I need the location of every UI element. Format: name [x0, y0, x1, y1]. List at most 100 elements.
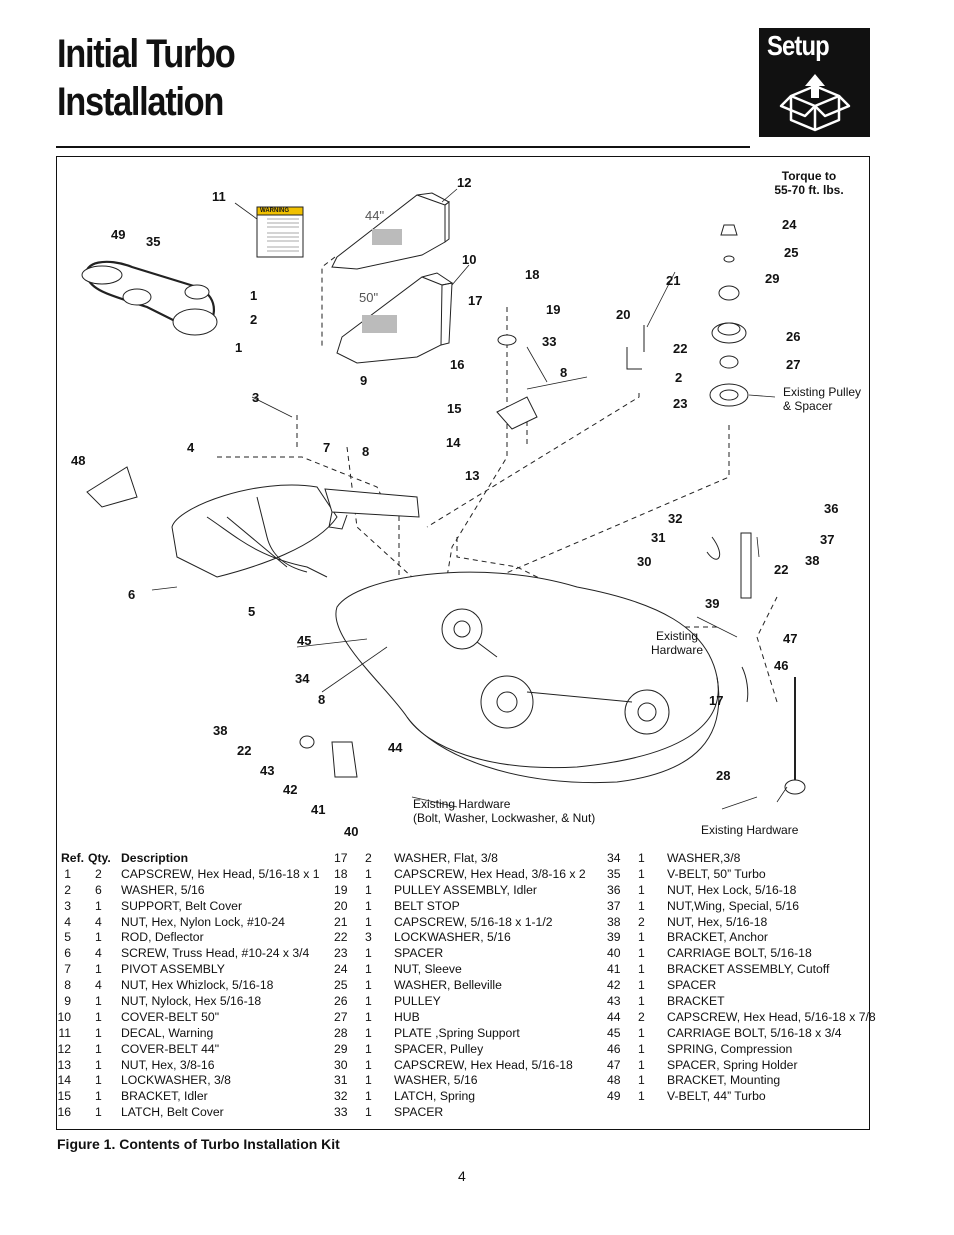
- parts-desc: BELT STOP: [394, 898, 460, 913]
- header-rule: [56, 146, 750, 148]
- callout: 27: [786, 357, 801, 372]
- figure-caption: Figure 1. Contents of Turbo Installation…: [57, 1136, 340, 1152]
- parts-desc: NUT,Wing, Special, 5/16: [667, 898, 800, 913]
- parts-ref: 8: [64, 978, 71, 993]
- parts-ref: 39: [607, 930, 621, 945]
- callout: 1: [235, 340, 243, 355]
- parts-desc: WASHER, 5/16: [394, 1073, 478, 1088]
- parts-desc: PULLEY: [394, 994, 441, 1009]
- callout: 20: [616, 307, 631, 322]
- parts-qty: 1: [365, 962, 372, 977]
- parts-ref: 45: [607, 1025, 621, 1040]
- parts-qty: 1: [365, 994, 372, 1009]
- callout: 12: [457, 175, 472, 190]
- parts-desc: NUT, Hex Whizlock, 5/16-18: [121, 978, 274, 993]
- callout: 47: [783, 631, 798, 646]
- callout: 22: [774, 562, 789, 577]
- parts-qty: 1: [95, 962, 102, 977]
- parts-ref: 9: [64, 994, 71, 1009]
- page-title-line1: Initial Turbo: [57, 32, 236, 76]
- callout: 49: [111, 227, 126, 242]
- parts-ref: 35: [607, 866, 621, 881]
- callout: 14: [446, 435, 461, 450]
- parts-qty: 1: [95, 994, 102, 1009]
- parts-desc: BRACKET, Idler: [121, 1089, 208, 1104]
- parts-desc: LATCH, Belt Cover: [121, 1105, 224, 1120]
- parts-ref: 33: [334, 1105, 348, 1120]
- callout: 19: [546, 302, 561, 317]
- parts-ref: 24: [334, 962, 348, 977]
- parts-qty: 1: [365, 946, 372, 961]
- parts-ref: 16: [57, 1105, 71, 1120]
- parts-desc: SPACER: [394, 1105, 444, 1120]
- callout: 1: [250, 288, 258, 303]
- callout: 16: [450, 357, 465, 372]
- parts-desc: PIVOT ASSEMBLY: [121, 962, 225, 977]
- parts-ref: 31: [334, 1073, 348, 1088]
- callout: 32: [668, 511, 683, 526]
- parts-qty: 1: [365, 898, 372, 913]
- callout: 34: [295, 671, 310, 686]
- parts-desc: CAPSCREW, Hex Head, 5/16-18: [394, 1057, 573, 1072]
- parts-qty: 4: [95, 946, 102, 961]
- parts-qty: 2: [638, 1009, 645, 1024]
- callout: 3: [252, 390, 260, 405]
- parts-qty: 1: [95, 1057, 102, 1072]
- parts-desc: SPACER: [667, 978, 717, 993]
- parts-ref: 21: [334, 914, 348, 929]
- parts-ref: 25: [334, 978, 348, 993]
- callout: 2: [250, 312, 258, 327]
- parts-qty: 1: [638, 1057, 645, 1072]
- section-tab: Setup: [759, 28, 870, 137]
- parts-desc: CARRIAGE BOLT, 5/16-18 x 3/4: [667, 1025, 842, 1040]
- parts-qty: 1: [638, 1073, 645, 1088]
- parts-ref: 13: [57, 1057, 71, 1072]
- parts-ref: 38: [607, 914, 621, 929]
- parts-ref: 32: [334, 1089, 348, 1104]
- callout: 31: [651, 530, 666, 545]
- callout: 8: [560, 365, 568, 380]
- decal-heading: WARNING: [260, 208, 289, 214]
- section-tab-label: Setup: [767, 30, 830, 61]
- parts-header-desc: Description: [121, 851, 189, 865]
- parts-qty: 3: [365, 930, 372, 945]
- parts-desc: NUT, Hex, Nylon Lock, #10-24: [121, 914, 285, 929]
- parts-qty: 1: [365, 866, 372, 881]
- parts-ref: 41: [607, 962, 621, 977]
- parts-ref: 34: [607, 851, 621, 865]
- callout: 37: [820, 532, 835, 547]
- parts-ref: 26: [334, 994, 348, 1009]
- parts-qty: 1: [365, 914, 372, 929]
- figure-frame: Torque to 55-70 ft. lbs. Existing Pulley…: [56, 156, 876, 1130]
- callout: 6: [128, 587, 136, 602]
- parts-desc: WASHER, Flat, 3/8: [394, 851, 498, 865]
- parts-ref: 40: [607, 946, 621, 961]
- parts-desc: V-BELT, 44” Turbo: [667, 1089, 766, 1104]
- parts-ref: 18: [334, 866, 348, 881]
- callout: 25: [784, 245, 799, 260]
- parts-qty: 1: [95, 1009, 102, 1024]
- callout: 45: [297, 633, 312, 648]
- parts-qty: 6: [95, 882, 102, 897]
- callout: 8: [318, 692, 326, 707]
- parts-ref: 22: [334, 930, 348, 945]
- parts-qty: 1: [638, 994, 645, 1009]
- parts-desc: CARRIAGE BOLT, 5/16-18: [667, 946, 812, 961]
- parts-ref: 29: [334, 1041, 348, 1056]
- callout: 4: [187, 440, 195, 455]
- parts-qty: 1: [638, 898, 645, 913]
- parts-qty: 1: [365, 1041, 372, 1056]
- parts-desc: SPACER: [394, 946, 444, 961]
- parts-ref: 1: [64, 866, 71, 881]
- parts-qty: 1: [365, 1057, 372, 1072]
- parts-header-ref: Ref.: [61, 851, 85, 865]
- box-icon: [779, 74, 851, 132]
- parts-ref: 12: [57, 1041, 71, 1056]
- parts-ref: 23: [334, 946, 348, 961]
- parts-desc: PLATE ,Spring Support: [394, 1025, 520, 1040]
- callout: 17: [709, 693, 724, 708]
- callout: 23: [673, 396, 688, 411]
- parts-qty: 1: [638, 1089, 645, 1104]
- parts-desc: WASHER,3/8: [667, 851, 741, 865]
- parts-qty: 1: [638, 882, 645, 897]
